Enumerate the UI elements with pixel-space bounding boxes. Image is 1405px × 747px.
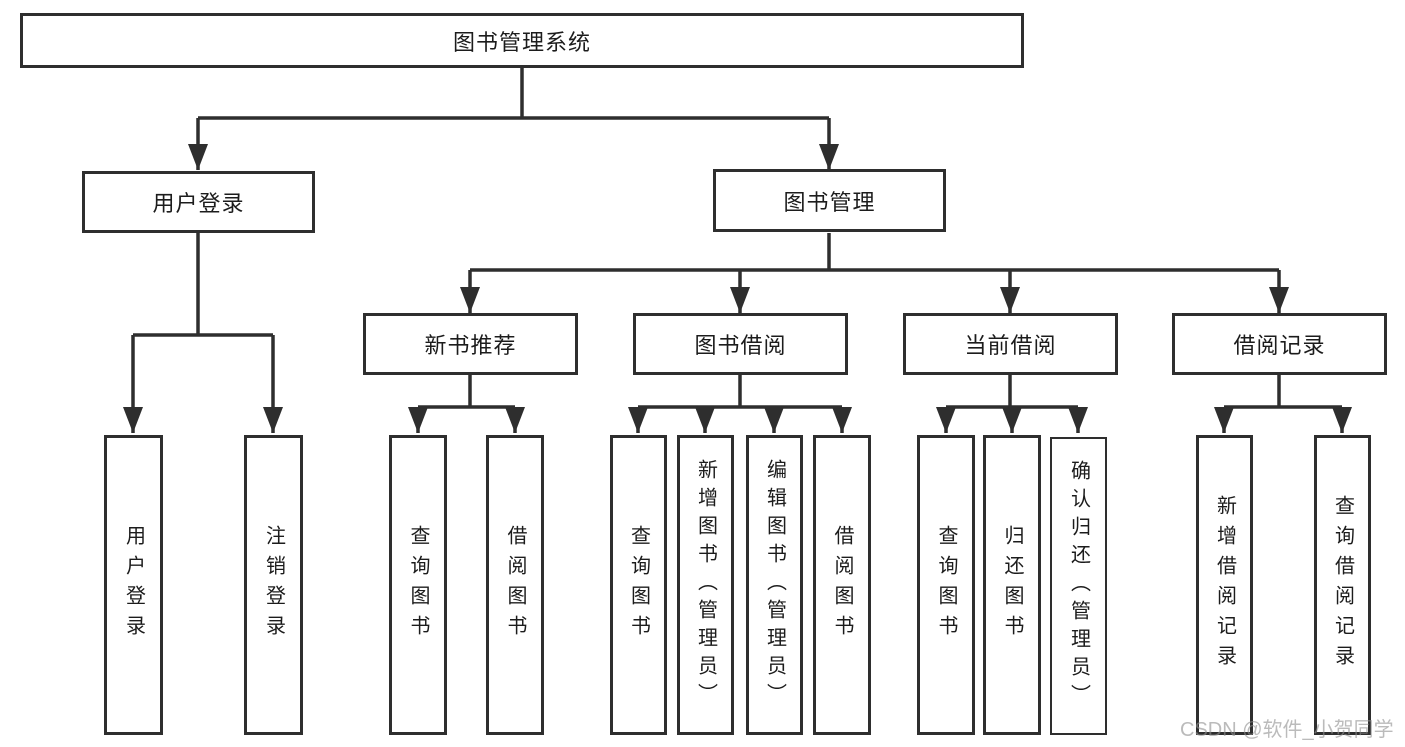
node-leaf-login: 用户登录 [104, 435, 163, 735]
node-leaf-borrowing-borrow-books: 借阅图书 [813, 435, 871, 735]
node-leaf-records-query-record: 查询借阅记录 [1314, 435, 1371, 735]
node-new-book-recommendation: 新书推荐 [363, 313, 578, 375]
node-book-borrowing: 图书借阅 [633, 313, 848, 375]
connector-recommendation-children [408, 375, 525, 433]
node-root-system: 图书管理系统 [20, 13, 1024, 68]
node-leaf-recommend-borrow-books: 借阅图书 [486, 435, 544, 735]
connector-current-borrowing-children [936, 375, 1088, 433]
connector-root-to-level1 [188, 68, 839, 170]
node-leaf-logout: 注销登录 [244, 435, 303, 735]
connector-book-management-children [460, 233, 1289, 313]
node-leaf-current-confirm-return: 确认归还（管理员） [1050, 437, 1107, 735]
node-leaf-borrowing-add-books: 新增图书（管理员） [677, 435, 734, 735]
node-current-borrowing: 当前借阅 [903, 313, 1118, 375]
node-book-management: 图书管理 [713, 169, 946, 232]
node-leaf-recommend-query-books: 查询图书 [389, 435, 447, 735]
connector-user-login-children [123, 233, 283, 433]
node-leaf-borrowing-query-books: 查询图书 [610, 435, 667, 735]
node-borrowing-records: 借阅记录 [1172, 313, 1387, 375]
csdn-watermark: CSDN @软件_小贺同学 [1180, 719, 1394, 741]
connector-records-children [1214, 375, 1352, 433]
node-leaf-records-add-record: 新增借阅记录 [1196, 435, 1253, 735]
node-leaf-borrowing-edit-books: 编辑图书（管理员） [746, 435, 803, 735]
connector-borrowing-children [628, 375, 852, 433]
node-leaf-current-return-books: 归还图书 [983, 435, 1041, 735]
node-leaf-current-query-books: 查询图书 [917, 435, 975, 735]
node-user-login: 用户登录 [82, 171, 315, 233]
